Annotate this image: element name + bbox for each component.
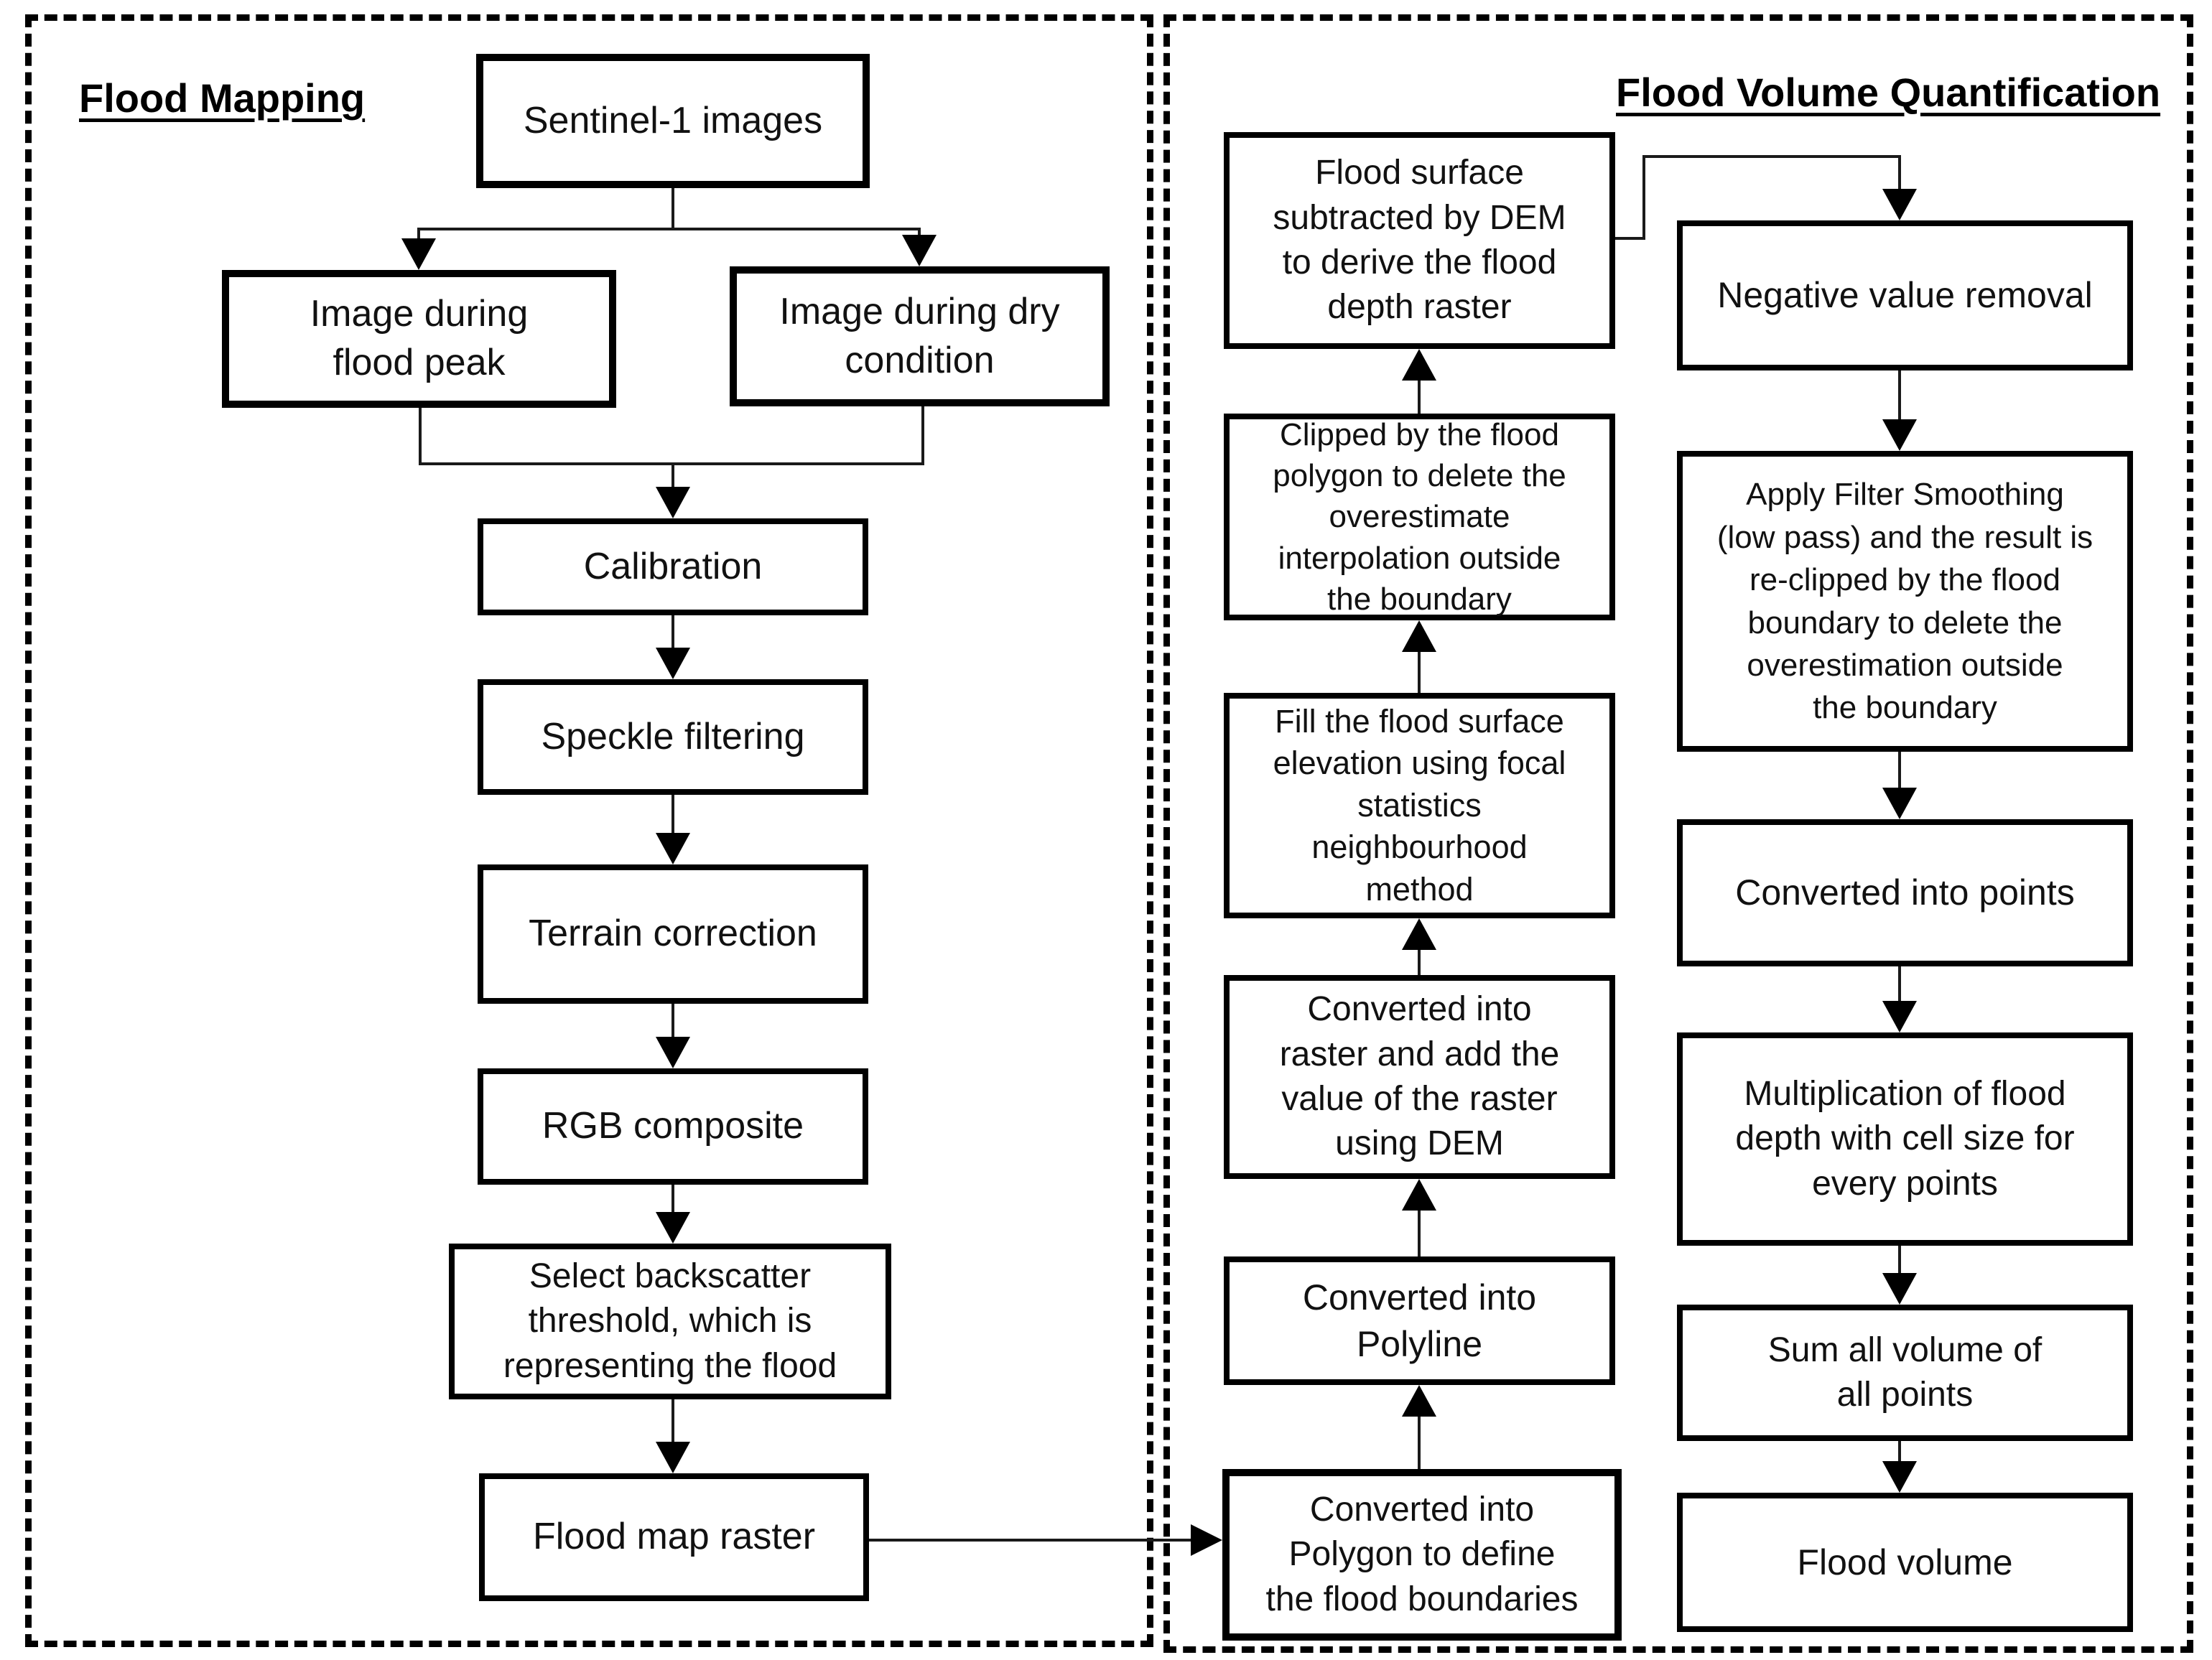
connector-polyline-raster — [1418, 1208, 1421, 1256]
arrowhead-into-polygon-icon — [1191, 1524, 1222, 1556]
node-filter-smoothing: Apply Filter Smoothing (low pass) and th… — [1677, 451, 2133, 752]
node-sentinel-images: Sentinel-1 images — [476, 54, 870, 188]
connector-rgb-backscatter — [672, 1185, 674, 1213]
connector-fill-clipped — [1418, 649, 1421, 693]
node-terrain-correction: Terrain correction — [478, 864, 868, 1004]
arrowhead-into-calibration-icon — [656, 487, 690, 518]
connector-split-right — [918, 228, 921, 239]
arrowhead-into-terrain-icon — [656, 833, 690, 864]
arrowhead-into-flood-map-icon — [656, 1442, 690, 1473]
node-converted-polygon: Converted into Polygon to define the flo… — [1222, 1469, 1622, 1641]
arrowhead-into-filter-icon — [1882, 419, 1917, 451]
connector-speckle-terrain — [672, 795, 674, 834]
node-calibration: Calibration — [478, 518, 868, 615]
arrowhead-into-flood-surface-icon — [1402, 349, 1436, 381]
connector-polygon-polyline — [1418, 1414, 1421, 1469]
node-image-dry-condition: Image during dry condition — [730, 266, 1110, 406]
connector-negative-filter — [1898, 370, 1901, 422]
connector-split-bar — [419, 228, 919, 230]
connector-merge-right — [921, 406, 924, 465]
arrowhead-into-rgb-icon — [656, 1037, 690, 1068]
connector-backscatter-floodmap — [672, 1399, 674, 1443]
node-flood-volume: Flood volume — [1677, 1493, 2133, 1632]
connector-elbow-top — [1642, 155, 1901, 158]
connector-merge-stem — [672, 462, 674, 488]
node-sum-volume: Sum all volume of all points — [1677, 1305, 2133, 1441]
flood-mapping-panel — [25, 14, 1153, 1647]
connector-clipped-floodsurface — [1418, 378, 1421, 414]
flood-mapping-title: Flood Mapping — [79, 75, 366, 121]
connector-elbow-drop — [1898, 155, 1901, 192]
arrowhead-into-flood-volume-icon — [1882, 1461, 1917, 1493]
arrowhead-into-flood-peak-icon — [401, 238, 436, 270]
arrowhead-into-multiplication-icon — [1882, 1001, 1917, 1032]
connector-calibration-speckle — [672, 615, 674, 649]
connector-points-multiplication — [1898, 966, 1901, 1004]
flood-volume-title: Flood Volume Quantification — [1616, 70, 2161, 115]
arrowhead-into-points-icon — [1882, 788, 1917, 819]
connector-filter-points — [1898, 752, 1901, 791]
arrowhead-into-polyline-icon — [1402, 1385, 1436, 1417]
node-rgb-composite: RGB composite — [478, 1068, 868, 1185]
arrowhead-into-clipped-icon — [1402, 620, 1436, 652]
node-converted-raster-dem: Converted into raster and add the value … — [1224, 975, 1615, 1179]
connector-multiplication-sum — [1898, 1246, 1901, 1276]
node-negative-value-removal: Negative value removal — [1677, 220, 2133, 370]
node-select-backscatter: Select backscatter threshold, which is r… — [449, 1244, 891, 1399]
arrowhead-into-raster-dem-icon — [1402, 1179, 1436, 1211]
connector-sum-floodvolume — [1898, 1441, 1901, 1465]
flood-volume-panel — [1163, 14, 2193, 1653]
node-multiplication: Multiplication of flood depth with cell … — [1677, 1032, 2133, 1246]
connector-elbow-stub — [1615, 237, 1645, 240]
node-converted-points: Converted into points — [1677, 819, 2133, 966]
arrowhead-into-negative-icon — [1882, 189, 1917, 220]
arrowhead-into-speckle-icon — [656, 648, 690, 679]
node-fill-flood-surface: Fill the flood surface elevation using f… — [1224, 693, 1615, 918]
connector-elbow-rise — [1642, 155, 1645, 240]
connector-split-left — [417, 228, 420, 243]
connector-terrain-rgb — [672, 1004, 674, 1038]
node-flood-surface-subtracted: Flood surface subtracted by DEM to deriv… — [1224, 132, 1615, 349]
arrowhead-into-backscatter-icon — [656, 1212, 690, 1244]
connector-merge-left — [419, 408, 422, 465]
arrowhead-into-dry-condition-icon — [902, 235, 937, 266]
node-image-flood-peak: Image during flood peak — [222, 270, 616, 408]
arrowhead-into-sum-icon — [1882, 1273, 1917, 1305]
connector-sentinel-stem — [672, 188, 674, 229]
node-clipped-by-polygon: Clipped by the flood polygon to delete t… — [1224, 414, 1615, 620]
arrowhead-into-fill-surface-icon — [1402, 918, 1436, 950]
connector-floodmap-polygon — [869, 1539, 1194, 1542]
connector-raster-fill — [1418, 947, 1421, 975]
node-converted-polyline: Converted into Polyline — [1224, 1256, 1615, 1385]
node-flood-map-raster: Flood map raster — [479, 1473, 869, 1601]
node-speckle-filtering: Speckle filtering — [478, 679, 868, 795]
